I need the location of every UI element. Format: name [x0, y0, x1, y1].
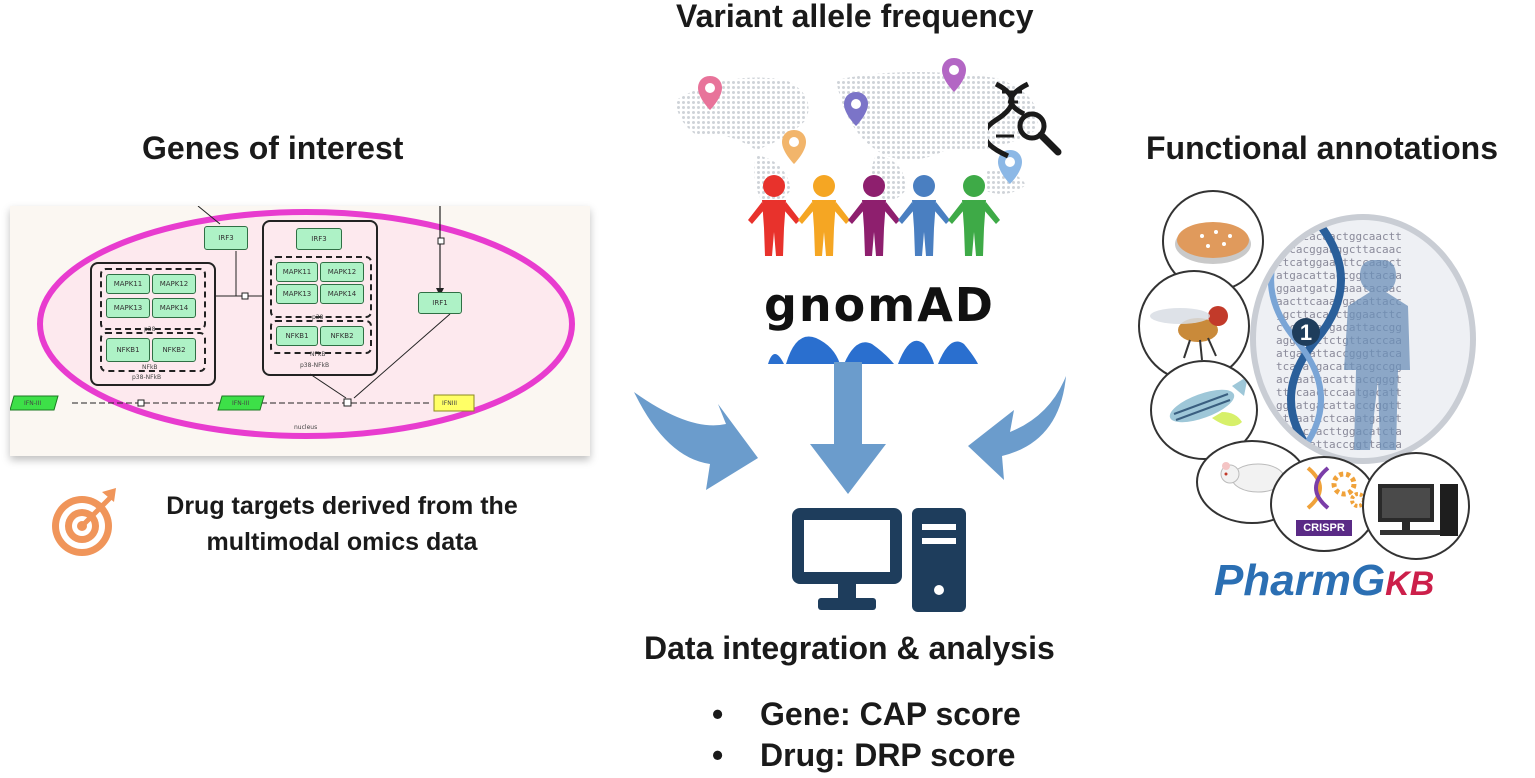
- computer-workstation-image: [1362, 452, 1470, 560]
- computer-icon: [792, 508, 966, 612]
- pathway-node-ifn-right: IFNIII: [442, 400, 458, 407]
- location-pin-icon-orange: [782, 130, 806, 164]
- arrow-left: [634, 392, 758, 490]
- nucleus-label: nucleus: [294, 424, 318, 431]
- nfkb-label-right: NFkB: [310, 351, 326, 358]
- pathway-node-nfkb2-left: NFKB2: [152, 338, 196, 362]
- p38-nfkb-complex-left: [90, 262, 216, 386]
- crispr-dna-gear-icon: [1296, 466, 1366, 536]
- drug-targets-line1: Drug targets derived from the: [166, 492, 518, 520]
- desktop-computer-icon: [1378, 484, 1458, 536]
- p38-group-left: [100, 268, 206, 330]
- pathway-node-mapk12-left: MAPK12: [152, 274, 196, 294]
- person-figure: [798, 175, 850, 256]
- bullet-item-drug: • Drug: DRP score: [712, 737, 1021, 774]
- person-figure: [948, 175, 1000, 256]
- people-group-image: [748, 175, 1000, 256]
- location-pin-icon-lightblue: [998, 150, 1022, 184]
- chromosome-number: 1: [1300, 320, 1312, 345]
- score-bullet-list: • Gene: CAP score • Drug: DRP score: [712, 696, 1021, 774]
- pathway-node-irf1: IRF1: [418, 292, 462, 314]
- flow-arrows: [634, 362, 1066, 494]
- bullet-dot: •: [712, 737, 724, 773]
- arrow-center: [810, 362, 886, 494]
- person-figure: [748, 175, 800, 256]
- pathway-node-mapk13-left: MAPK13: [106, 298, 150, 318]
- p38-nfkb-label-left: p38-NFkB: [132, 374, 162, 381]
- functional-annotations-title: Functional annotations: [1146, 130, 1498, 166]
- location-pin-icon-pink: [698, 76, 722, 110]
- pathway-node-nfkb2-right: NFKB2: [320, 326, 364, 346]
- gnomad-logo-text: gnomAD: [764, 278, 995, 332]
- drug-targets-text: Drug targets derived from the multimodal…: [130, 488, 554, 560]
- pathway-node-ifn-mid: IFN-III: [232, 400, 250, 407]
- p38-label-left: p38: [144, 326, 156, 333]
- pathway-node-nfkb1-left: NFKB1: [106, 338, 150, 362]
- bullet-gene-text: Gene: CAP score: [760, 696, 1021, 732]
- p38-nfkb-complex-right: [262, 220, 378, 376]
- gnomad-logo-waves: [768, 336, 978, 364]
- person-figure: [848, 175, 900, 256]
- genes-of-interest-title: Genes of interest: [142, 130, 404, 166]
- variant-allele-frequency-title: Variant allele frequency: [676, 0, 1034, 34]
- pharmgkb-logo: PharmGKB: [1214, 556, 1434, 606]
- dna-sequence-circle: gcttcacaactggcaactt tacacggaaggcttacaac …: [1250, 214, 1476, 464]
- pathway-node-mapk11-left: MAPK11: [106, 274, 150, 294]
- human-dna-helix-image: 1: [1268, 220, 1410, 458]
- pathway-node-mapk13-right: MAPK13: [276, 284, 318, 304]
- nfkb-group-left: [100, 332, 206, 372]
- dna-search-icon: [988, 81, 1062, 159]
- gnomad-logo: gnomAD: [764, 278, 995, 364]
- pathway-node-nfkb1-right: NFKB1: [276, 326, 318, 346]
- fruit-fly-icon: [1150, 306, 1228, 361]
- petri-dish-icon: [1175, 222, 1251, 264]
- target-arrow-icon: [52, 488, 116, 556]
- person-figure: [898, 175, 950, 256]
- data-integration-title: Data integration & analysis: [644, 630, 1055, 666]
- nfkb-label-left: NFkB: [142, 364, 158, 371]
- pathway-diagram: IRF3 IRF3 MAPK11 MAPK12 MAPK13 MAPK14 p3…: [10, 206, 590, 456]
- bullet-item-gene: • Gene: CAP score: [712, 696, 1021, 733]
- location-pin-icon-purple: [942, 58, 966, 92]
- bullet-dot: •: [712, 696, 724, 732]
- bullet-drug-text: Drug: DRP score: [760, 737, 1016, 773]
- pathway-node-mapk11-right: MAPK11: [276, 262, 318, 282]
- p38-group-right: [270, 256, 372, 318]
- p38-label-right: p38: [312, 314, 324, 321]
- pharmgkb-logo-accent: KB: [1385, 565, 1435, 603]
- crispr-image: CRISPR: [1270, 456, 1378, 552]
- pathway-node-irf3-left: IRF3: [204, 226, 248, 250]
- pathway-node-ifn-left: IFN-III: [24, 400, 42, 407]
- arrow-right: [968, 376, 1066, 480]
- pathway-node-mapk14-right: MAPK14: [320, 284, 364, 304]
- zebrafish-icon: [1169, 376, 1248, 427]
- pharmgkb-logo-main: PharmG: [1214, 556, 1386, 605]
- pathway-node-mapk14-left: MAPK14: [152, 298, 196, 318]
- p38-nfkb-label-right: p38-NFkB: [300, 362, 330, 369]
- pathway-node-irf3-right: IRF3: [296, 228, 342, 250]
- pathway-node-mapk12-right: MAPK12: [320, 262, 364, 282]
- crispr-label: CRISPR: [1303, 522, 1345, 534]
- location-pin-icon-indigo: [844, 92, 868, 126]
- drug-targets-line2: multimodal omics data: [206, 528, 478, 556]
- nfkb-group-right: [270, 320, 372, 354]
